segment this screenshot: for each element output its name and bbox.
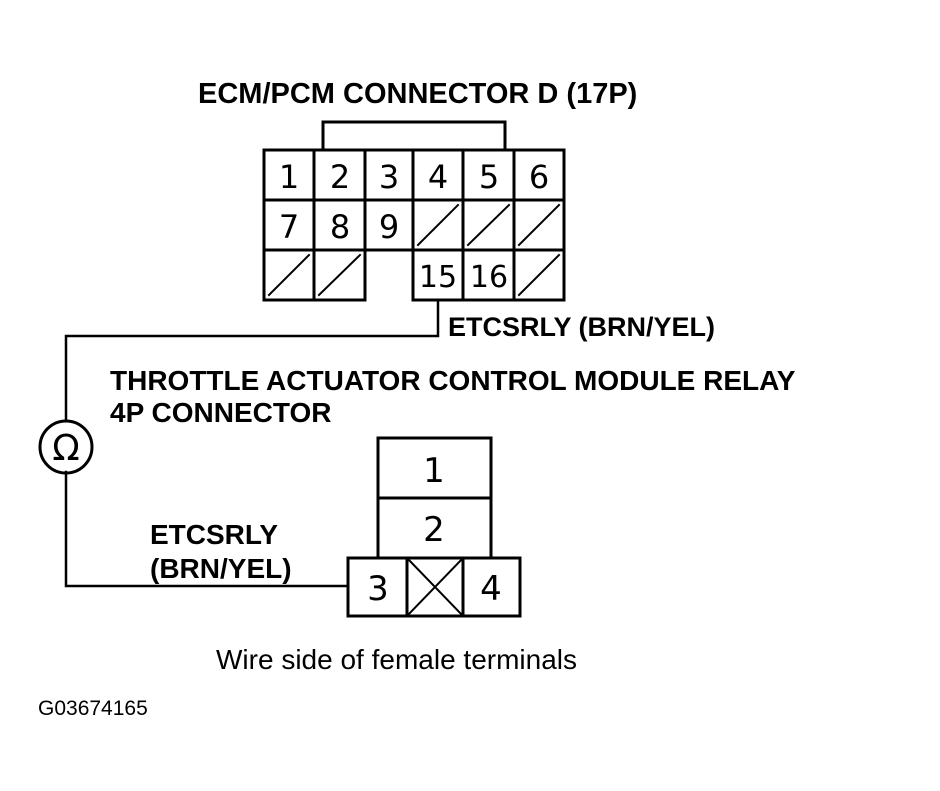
ecm-pin-label: 4 xyxy=(428,158,448,196)
relay-wire-label: ETCSRLY xyxy=(150,519,278,550)
unused-cavity-slash xyxy=(267,253,311,297)
unused-cavity-slash xyxy=(517,253,561,297)
ecm-pin-label: 16 xyxy=(470,260,508,295)
ohmmeter-symbol xyxy=(38,419,94,475)
ecm-pin-label: 5 xyxy=(479,158,499,196)
ecm-pin-label: 1 xyxy=(279,158,299,196)
relay-pin-label: 3 xyxy=(367,569,389,609)
ecm-pin-label: 2 xyxy=(330,158,350,196)
unused-cavity-slash xyxy=(317,253,362,297)
relay-pin-numbers: 1 2 3 4 xyxy=(367,451,502,609)
ecm-connector-title: ECM/PCM CONNECTOR D (17P) xyxy=(198,78,637,110)
relay-pin-label: 4 xyxy=(480,569,502,609)
relay-pin-label: 1 xyxy=(423,451,445,491)
caption: Wire side of female terminals xyxy=(216,644,577,675)
test-leads xyxy=(64,298,440,588)
ecm-pin-label: 9 xyxy=(379,208,399,246)
unused-cavity-slash xyxy=(517,203,561,247)
ecm-pin-label: 15 xyxy=(419,260,457,295)
relay-wire-color: (BRN/YEL) xyxy=(150,553,292,584)
ecm-pin-label: 7 xyxy=(279,208,299,246)
test-lead-to-ecm-pin-15 xyxy=(64,298,440,423)
unused-cavity-slash xyxy=(466,203,511,247)
blocked-cavity-x xyxy=(405,556,465,618)
ecm-connector-tab xyxy=(321,120,507,152)
relay-connector-subtitle: 4P CONNECTOR xyxy=(110,397,331,428)
ecm-pin-label: 3 xyxy=(379,158,399,196)
relay-pin-label: 2 xyxy=(423,510,445,550)
relay-connector-title: THROTTLE ACTUATOR CONTROL MODULE RELAY xyxy=(110,365,796,396)
test-lead-to-relay-pin-3 xyxy=(64,470,350,588)
ecm-pin-numbers: 1 2 3 4 5 6 7 8 9 15 16 xyxy=(279,158,549,295)
ohm-icon: Ω xyxy=(52,428,80,469)
ecm-wire-label: ETCSRLY (BRN/YEL) xyxy=(448,312,715,342)
figure-id: G03674165 xyxy=(38,697,148,720)
ecm-pin-label: 6 xyxy=(529,158,549,196)
ecm-connector xyxy=(262,120,566,302)
ecm-pin-label: 8 xyxy=(330,208,350,246)
unused-cavity-slash xyxy=(416,203,460,247)
